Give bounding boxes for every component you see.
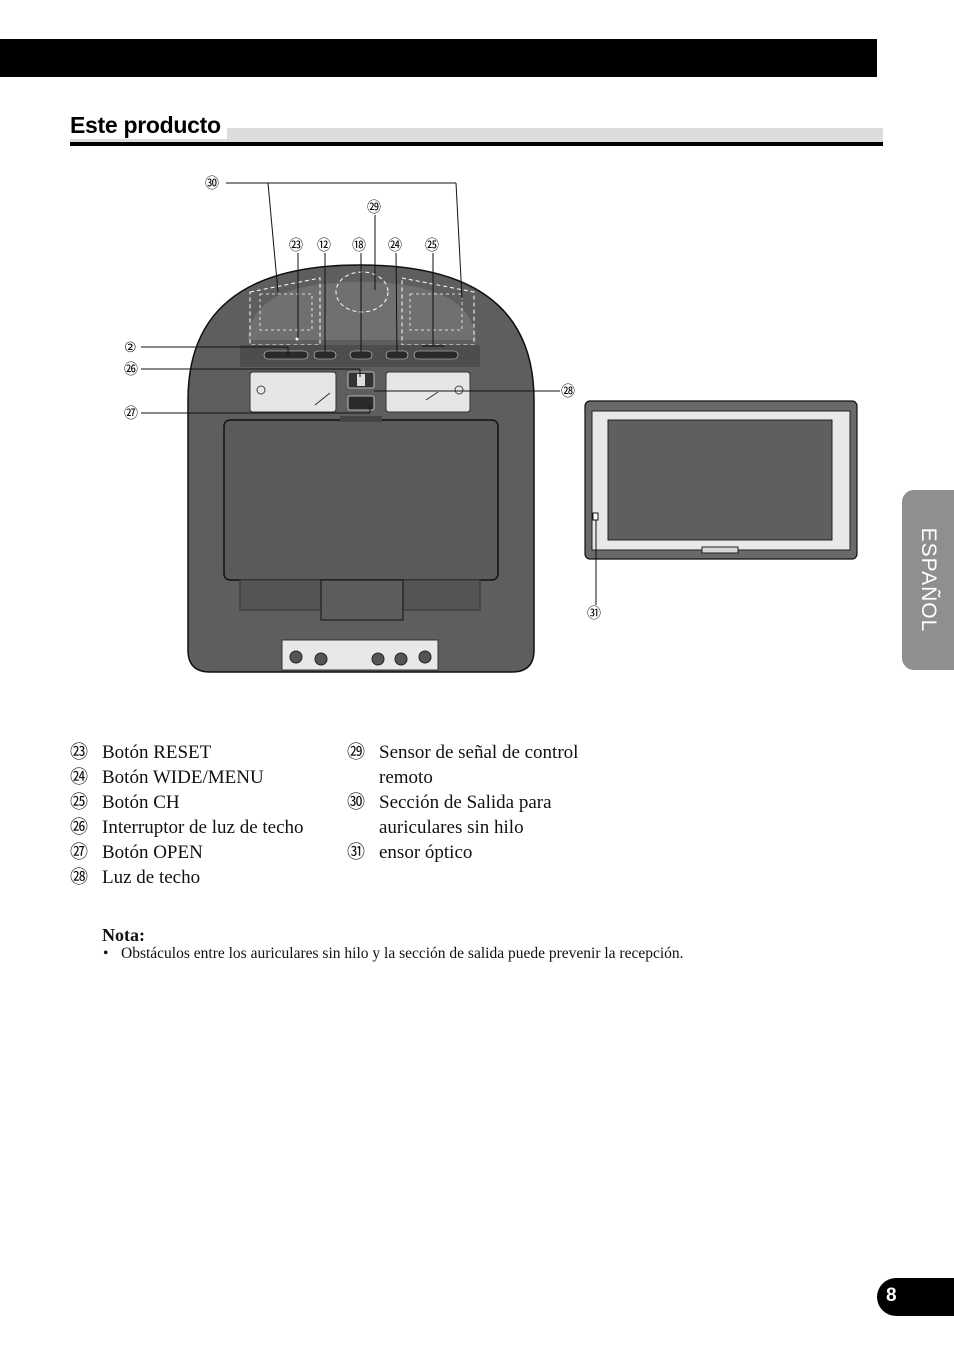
callout-18: ⑱ — [352, 238, 366, 254]
page-number-label: 8 — [886, 1285, 897, 1306]
callout-2: ② — [124, 340, 137, 356]
callout-25: ㉕ — [425, 238, 439, 254]
page-number: 8 — [877, 1278, 954, 1316]
note-text: • Obstáculos entre los auriculares sin hi… — [103, 945, 684, 963]
monitor-front-screen — [607, 419, 833, 541]
header-bar — [0, 39, 877, 77]
dome-light-right — [385, 371, 471, 413]
jack-2 — [314, 652, 328, 666]
title-underline — [70, 142, 883, 146]
section-title: Este producto — [70, 112, 227, 139]
language-tab-label: ESPAÑOL — [917, 527, 940, 633]
callout-12: ⑫ — [317, 238, 331, 254]
source-button — [313, 350, 337, 360]
callout-26: ㉖ — [124, 362, 138, 378]
jack-4 — [394, 652, 408, 666]
bullet-icon: • — [103, 945, 109, 962]
language-tab: ESPAÑOL — [902, 490, 954, 670]
dome-light-left — [249, 371, 337, 413]
reset-hole — [295, 337, 299, 341]
callout-23: ㉓ — [289, 238, 303, 254]
remote-sensor — [335, 271, 389, 313]
power-button — [263, 350, 309, 360]
note-body: Obstáculos entre los auriculares sin hil… — [121, 945, 684, 962]
hinge-block — [320, 579, 404, 621]
optical-sensor — [592, 512, 599, 521]
jack-3 — [371, 652, 385, 666]
ch-button — [413, 350, 459, 360]
mode-button — [349, 350, 373, 360]
callout-28: ㉘ — [561, 384, 575, 400]
callout-27: ㉗ — [124, 406, 138, 422]
callout-30: ㉚ — [205, 176, 219, 192]
callout-31: ㉛ — [587, 606, 601, 622]
product-diagram: ㉚ ㉙ ㉓ ⑫ ⑱ ㉔ ㉕ ② ㉖ ㉗ ㉘ ㉛ — [124, 176, 858, 673]
jack-1 — [289, 650, 303, 664]
note-title: Nota: — [102, 925, 145, 945]
monitor-panel — [223, 419, 499, 581]
open-button — [347, 395, 375, 411]
top-dome — [248, 282, 476, 340]
callout-29: ㉙ — [367, 200, 381, 216]
input-panel — [281, 639, 439, 671]
title-rule — [70, 128, 883, 142]
jack-5 — [418, 650, 432, 664]
headphone-output-left — [249, 277, 321, 346]
wide-menu-button — [385, 350, 409, 360]
callout-24: ㉔ — [388, 238, 402, 254]
